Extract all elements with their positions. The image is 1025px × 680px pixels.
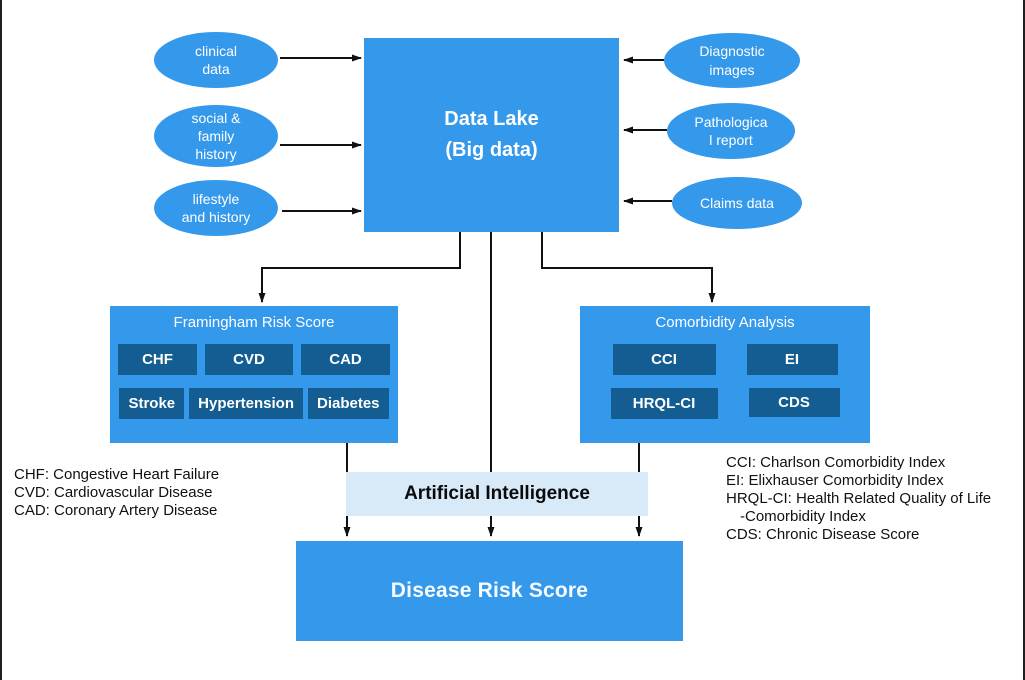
chip-diabetes: Diabetes [308,388,389,419]
chip-cds: CDS [748,388,840,417]
source-lifestyle-history-label: lifestyle and history [181,190,251,225]
disease-risk-score-box: Disease Risk Score [296,541,683,641]
legend-right-line-hrql-cont: -Comorbidity Index [740,508,866,525]
comorbidity-box: Comorbidity Analysis CCI EI HRQL-CI CDS [580,306,870,443]
chip-cad: CAD [301,344,390,375]
comorbidity-chip-row-2: HRQL-CI CDS [580,388,870,419]
source-lifestyle-history: lifestyle and history [154,180,278,236]
artificial-intelligence-label: Artificial Intelligence [404,483,590,504]
source-claims-data: Claims data [672,177,802,229]
legend-right: CCI: Charlson Comorbidity Index EI: Elix… [726,454,991,544]
source-claims-data-label: Claims data [700,194,774,211]
chip-cci: CCI [612,344,716,375]
chip-hypertension: Hypertension [189,388,303,419]
source-clinical-data-label: clinical data [194,42,237,77]
chip-chf: CHF [118,344,197,375]
comorbidity-chip-row-1: CCI EI [580,344,870,375]
legend-left-line-cad: CAD: Coronary Artery Disease [14,502,218,519]
data-lake-box: Data Lake (Big data) [364,38,619,232]
source-pathological-report-label: Pathologica l report [694,113,768,148]
source-pathological-report: Pathologica l report [667,103,795,159]
chip-hrql-ci: HRQL-CI [610,388,718,419]
legend-right-line-cds: CDS: Chronic Disease Score [726,526,920,543]
legend-right-line-cci: CCI: Charlson Comorbidity Index [726,454,946,471]
source-diagnostic-images-label: Diagnostic images [699,43,765,78]
framingham-chip-row-1: CHF CVD CAD [110,344,398,375]
chip-stroke: Stroke [119,388,185,419]
chip-cvd: CVD [205,344,293,375]
framingham-chip-row-2: Stroke Hypertension Diabetes [110,388,398,419]
disease-risk-score-label: Disease Risk Score [390,579,589,602]
data-lake-label: Data Lake (Big data) [444,108,539,161]
source-clinical-data: clinical data [154,32,278,88]
legend-right-line-ei: EI: Elixhauser Comorbidity Index [726,472,944,489]
framingham-title: Framingham Risk Score [173,314,335,331]
chip-ei: EI [746,344,838,375]
source-social-family-history: social & family history [154,105,278,167]
legend-left: CHF: Congestive Heart Failure CVD: Cardi… [14,466,219,520]
legend-right-line-hrql: HRQL-CI: Health Related Quality of Life [726,490,992,507]
framingham-box: Framingham Risk Score CHF CVD CAD Stroke… [110,306,398,443]
arrow-datalake-to-framingham [258,232,461,303]
legend-left-line-chf: CHF: Congestive Heart Failure [14,466,220,483]
legend-left-line-cvd: CVD: Cardiovascular Disease [14,484,213,501]
comorbidity-title: Comorbidity Analysis [655,314,795,331]
artificial-intelligence-band: Artificial Intelligence [346,472,648,516]
source-diagnostic-images: Diagnostic images [664,33,800,88]
source-social-family-history-label: social & family history [191,109,241,163]
arrow-datalake-to-comorbidity [541,232,716,303]
